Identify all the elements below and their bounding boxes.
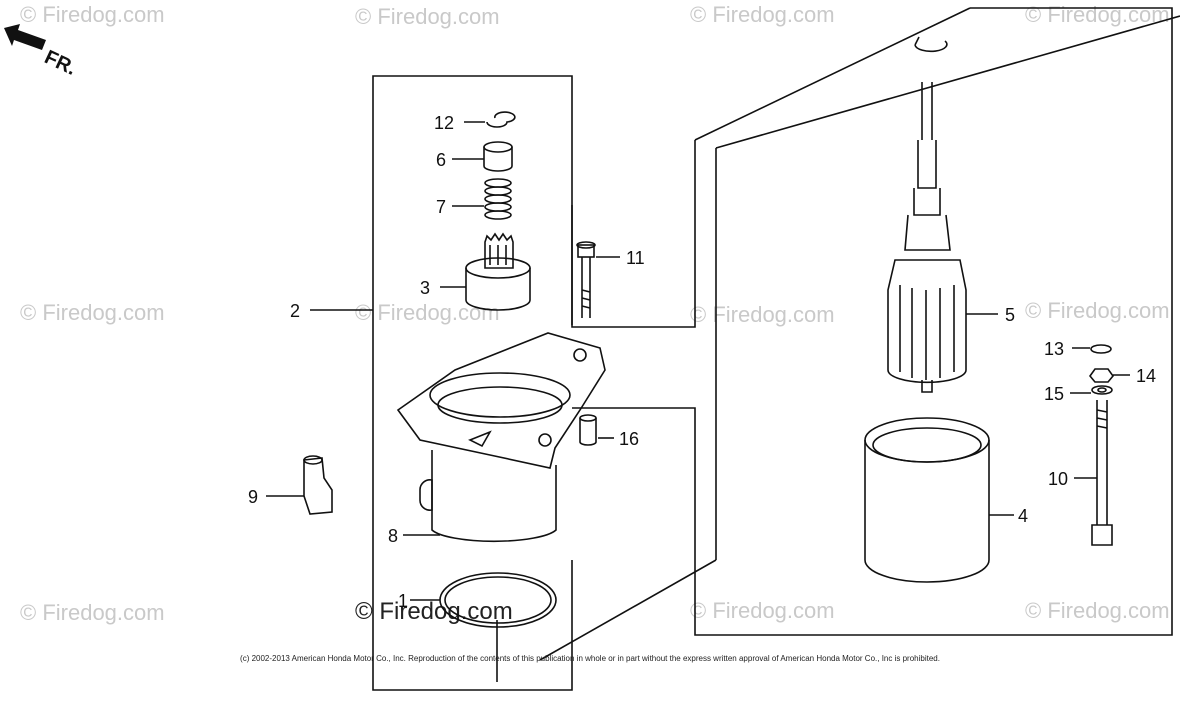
callout-15: 15 <box>1044 384 1065 404</box>
part-1-o-ring <box>439 572 557 628</box>
part-9-terminal <box>303 455 333 515</box>
copyright-notice: (c) 2002-2013 American Honda Motor Co., … <box>240 654 940 663</box>
part-3-pinion <box>465 232 531 311</box>
watermark: © Firedog.com <box>1025 298 1170 323</box>
watermark: © Firedog.com <box>20 300 165 325</box>
callout-6: 6 <box>436 150 447 170</box>
part-14-nut <box>1088 368 1115 383</box>
watermark: © Firedog.com <box>1025 598 1170 623</box>
watermark: © Firedog.com <box>355 4 500 29</box>
watermark: © Firedog.com <box>690 598 835 623</box>
part-16-dowel <box>579 414 597 446</box>
watermark: © Firedog.com <box>1025 2 1170 27</box>
part-6-collar <box>483 141 513 172</box>
callout-9: 9 <box>248 487 259 507</box>
watermark: © Firedog.com <box>690 2 835 27</box>
callout-16: 16 <box>619 429 640 449</box>
callout-5: 5 <box>1005 305 1016 325</box>
armature-snap-ring <box>914 36 948 53</box>
callout-1: 1 <box>398 591 409 611</box>
callout-12: 12 <box>434 113 455 133</box>
left-group-bracket <box>372 75 573 691</box>
part-10-through-bolt <box>1091 400 1113 546</box>
part-11-bolt <box>576 241 596 318</box>
watermark-dark: © Firedog.com <box>355 598 513 625</box>
upper-connector-line <box>571 140 696 328</box>
part-4-yoke <box>864 417 990 583</box>
callout-2: 2 <box>290 301 301 321</box>
watermark: © Firedog.com <box>20 600 165 625</box>
callout-8: 8 <box>388 526 399 546</box>
part-12-snap-ring <box>486 111 516 128</box>
callout-4: 4 <box>1018 506 1029 526</box>
watermark: © Firedog.com <box>355 300 500 325</box>
callout-13: 13 <box>1044 339 1065 359</box>
callout-10: 10 <box>1048 469 1069 489</box>
part-7-spring <box>484 178 512 220</box>
callout-7: 7 <box>436 197 447 217</box>
callout-14: 14 <box>1136 366 1157 386</box>
part-8-motor-case <box>419 450 557 543</box>
front-arrow-icon <box>4 24 46 50</box>
callout-3: 3 <box>420 278 431 298</box>
callout-11: 11 <box>626 248 645 268</box>
watermark: © Firedog.com <box>20 2 165 27</box>
watermark: © Firedog.com <box>690 302 835 327</box>
part-2-housing-flange <box>396 332 606 469</box>
part-5-armature <box>887 82 967 393</box>
part-13-washer <box>1090 344 1112 354</box>
part-15-washer <box>1091 385 1113 395</box>
lower-connector-line <box>572 7 1173 636</box>
